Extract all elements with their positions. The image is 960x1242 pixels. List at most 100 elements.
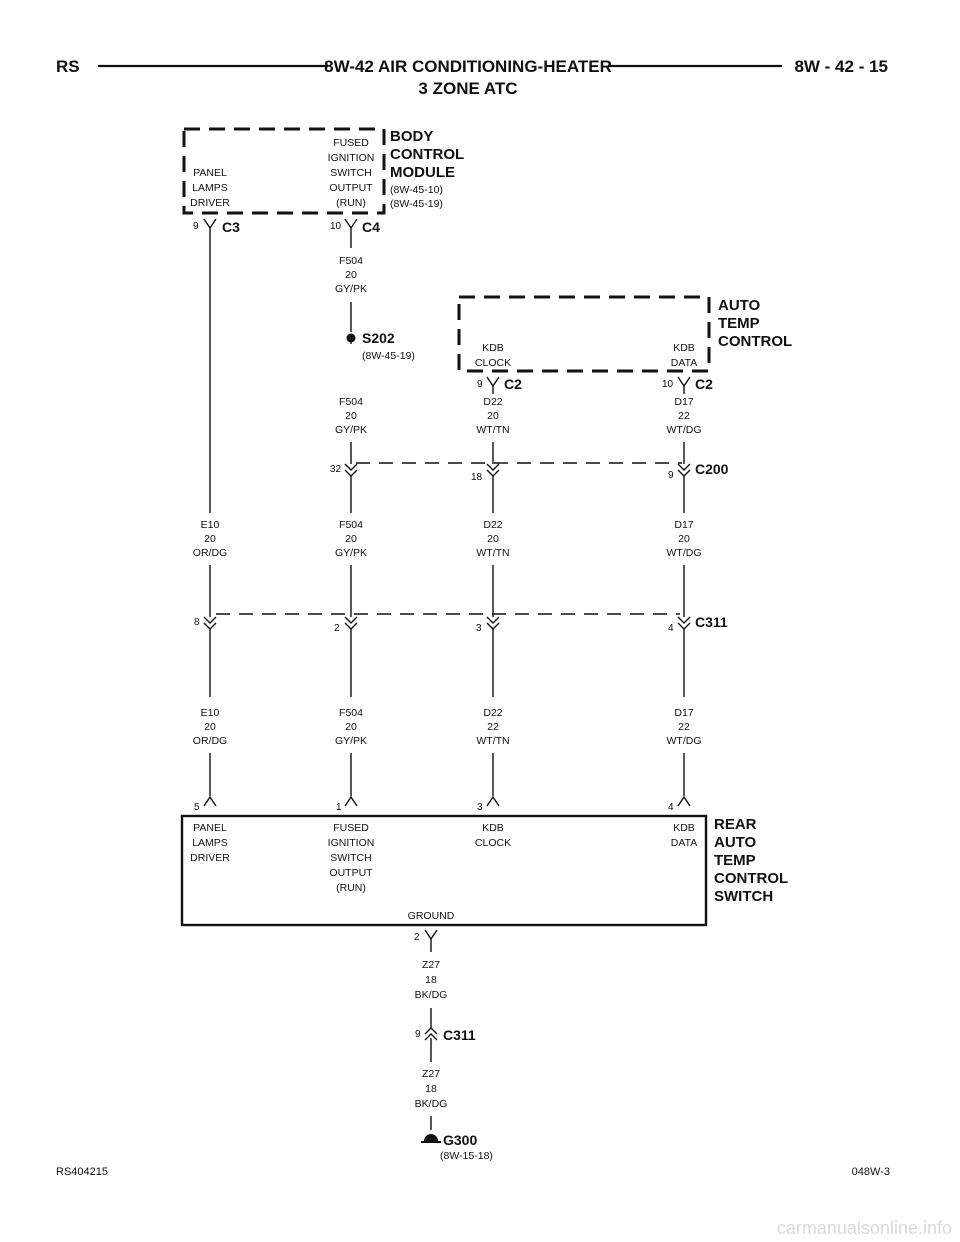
rear-name-4: CONTROL: [714, 870, 788, 887]
c311-name: C311: [695, 614, 728, 630]
header-title-line2: 3 ZONE ATC: [418, 79, 517, 98]
wire-e10-a-2: 20: [204, 533, 216, 545]
wire-d22-c-1: D22: [483, 707, 502, 719]
bcm-fused-3: SWITCH: [330, 167, 371, 179]
atc-kdb-data-1: KDB: [673, 342, 695, 354]
c200-name: C200: [695, 461, 729, 477]
wire-f504-c-1: F504: [339, 707, 363, 719]
ground-g300: G300 (8W-15-18): [421, 1132, 493, 1162]
wire-f504-top-1: F504: [339, 255, 363, 267]
wire-f504-top-2: 20: [345, 269, 357, 281]
atc-conn-data: C2: [695, 376, 713, 392]
wire-d17-b-3: WT/DG: [667, 547, 702, 559]
bcm-fused-5: (RUN): [336, 197, 366, 209]
rear-pin-4: 4: [668, 802, 674, 813]
atc-name-3: CONTROL: [718, 333, 792, 350]
c311-pin-8: 8: [194, 617, 200, 628]
wire-d22-c-2: 22: [487, 721, 499, 733]
bcm-conn-c3: C3: [222, 219, 240, 235]
bcm-name-2: CONTROL: [390, 146, 464, 163]
bcm-name-1: BODY: [390, 128, 433, 145]
rear-ground-pin: 2: [414, 932, 420, 943]
splice-s202: S202 (8W-45-19): [346, 330, 415, 362]
rear-kdb-clock-1: KDB: [482, 822, 504, 834]
splice-name: S202: [362, 330, 395, 346]
rear-kdb-data-1: KDB: [673, 822, 695, 834]
rear-fused-1: FUSED: [333, 822, 369, 834]
c200-pin-9: 9: [668, 470, 674, 481]
rear-pin-1: 1: [336, 802, 342, 813]
bcm-panel-lamps-3: DRIVER: [190, 197, 230, 209]
connector-c311-ground: 9 C311: [415, 1027, 476, 1043]
bcm-panel-lamps-2: LAMPS: [192, 182, 228, 194]
ground-name: G300: [443, 1132, 477, 1148]
rear-panel-lamps-2: LAMPS: [192, 837, 228, 849]
wire-lines: [209, 228, 685, 1130]
rear-kdb-clock-2: CLOCK: [475, 837, 511, 849]
wire-z27-a-2: 18: [425, 974, 437, 986]
wire-z27-b-3: BK/DG: [415, 1098, 448, 1110]
atc-conn-clock: C2: [504, 376, 522, 392]
bcm-fused-4: OUTPUT: [329, 182, 373, 194]
wire-f504-c-3: GY/PK: [335, 735, 367, 747]
rear-name-2: AUTO: [714, 834, 757, 851]
bcm-name-3: MODULE: [390, 164, 455, 181]
footer-watermark: carmanualsonline.info: [777, 1218, 952, 1238]
atc-pin-clock: 9: [477, 379, 483, 390]
rear-fused-4: OUTPUT: [329, 867, 373, 879]
atc-name-2: TEMP: [718, 315, 760, 332]
wire-d17-top-3: WT/DG: [667, 424, 702, 436]
header-right: 8W - 42 - 15: [794, 57, 888, 76]
wire-d22-top-2: 20: [487, 410, 499, 422]
rear-auto-temp-control-switch: 5 1 3 4 REAR AUTO TEMP CONTROL SWITCH PA…: [180, 795, 788, 943]
rear-name-5: SWITCH: [714, 888, 773, 905]
wire-z27-b-2: 18: [425, 1083, 437, 1095]
wire-e10-a-3: OR/DG: [193, 547, 227, 559]
wire-e10-a-1: E10: [201, 519, 220, 531]
wire-f504-mid-1: F504: [339, 396, 363, 408]
rear-fused-5: (RUN): [336, 882, 366, 894]
atc-kdb-clock-2: CLOCK: [475, 357, 511, 369]
wire-d17-top-1: D17: [674, 396, 693, 408]
c311-ground-name: C311: [443, 1027, 476, 1043]
wire-d22-b-2: 20: [487, 533, 499, 545]
wire-z27-b-1: Z27: [422, 1068, 440, 1080]
rear-fused-2: IGNITION: [328, 837, 375, 849]
header-title-line1: 8W-42 AIR CONDITIONING-HEATER: [324, 57, 612, 76]
wire-e10-c-1: E10: [201, 707, 220, 719]
page-footer: RS404215 048W-3 carmanualsonline.info: [56, 1166, 952, 1238]
footer-right: 048W-3: [852, 1166, 890, 1178]
wire-d22-top-1: D22: [483, 396, 502, 408]
rear-name-1: REAR: [714, 816, 757, 833]
wire-f504-mid-2: 20: [345, 410, 357, 422]
bcm-pin-c3: 9: [193, 221, 199, 232]
atc-kdb-data-2: DATA: [671, 357, 697, 369]
wire-z27-a-1: Z27: [422, 959, 440, 971]
wire-f504-b-2: 20: [345, 533, 357, 545]
wire-d17-b-1: D17: [674, 519, 693, 531]
wire-d17-b-2: 20: [678, 533, 690, 545]
bcm-panel-lamps-1: PANEL: [193, 167, 227, 179]
header-left: RS: [56, 57, 80, 76]
c311-pin-4: 4: [668, 623, 674, 634]
wire-d22-top-3: WT/TN: [476, 424, 509, 436]
wire-labels: F504 20 GY/PK F504 20 GY/PK D22 20 WT/TN…: [193, 255, 702, 1110]
wire-d22-b-1: D22: [483, 519, 502, 531]
c200-pin-32: 32: [330, 464, 342, 475]
atc-name-1: AUTO: [718, 297, 761, 314]
atc-kdb-clock-1: KDB: [482, 342, 504, 354]
wire-d17-c-2: 22: [678, 721, 690, 733]
wire-f504-c-2: 20: [345, 721, 357, 733]
connector-c200: 32 18 9 C200: [330, 461, 729, 483]
rear-ground-label: GROUND: [408, 910, 455, 922]
wire-z27-a-3: BK/DG: [415, 989, 448, 1001]
splice-ref: (8W-45-19): [362, 350, 415, 362]
bcm-fused-2: IGNITION: [328, 152, 375, 164]
atc-pin-data: 10: [662, 379, 674, 390]
wire-d17-c-1: D17: [674, 707, 693, 719]
rear-panel-lamps-3: DRIVER: [190, 852, 230, 864]
wire-f504-b-3: GY/PK: [335, 547, 367, 559]
bcm-pin-c4: 10: [330, 221, 342, 232]
auto-temp-control: AUTO TEMP CONTROL KDB CLOCK KDB DATA 9 C…: [457, 295, 792, 392]
wire-f504-b-1: F504: [339, 519, 363, 531]
